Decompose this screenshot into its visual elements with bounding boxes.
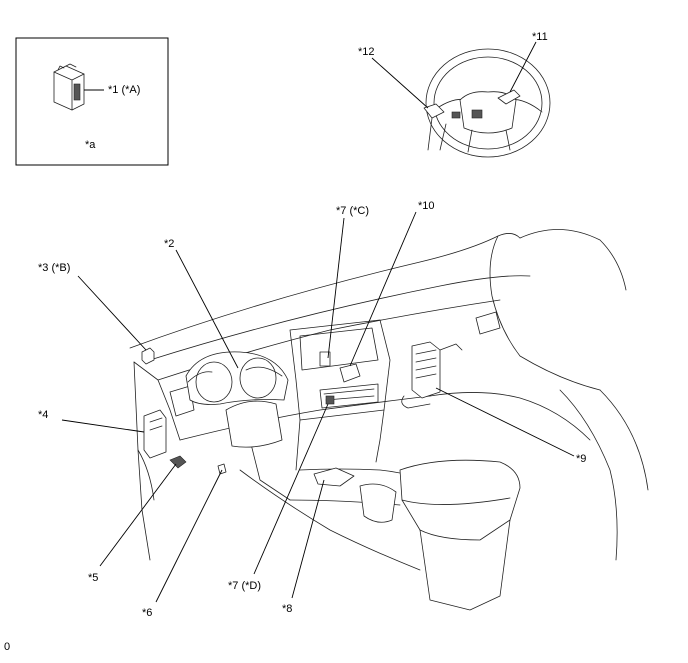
component-9	[401, 341, 463, 409]
callout-11: *11	[532, 31, 548, 43]
inset-box: *1 (*A) *a	[15, 37, 169, 166]
callout-9: *9	[576, 453, 586, 465]
component-3	[141, 347, 155, 365]
instrument-panel	[129, 229, 649, 611]
callout-3: *3 (*B)	[38, 262, 70, 274]
component-8	[313, 467, 355, 487]
figure-id: 0	[4, 641, 11, 653]
leader-line-10	[349, 211, 417, 367]
leader-line-7d	[253, 403, 329, 575]
component-10	[339, 363, 361, 383]
component-4	[143, 409, 167, 459]
callout-4: *4	[38, 409, 48, 421]
leader-line-3	[77, 275, 147, 351]
callout-5: *5	[88, 572, 98, 584]
callout-7c: *7 (*C)	[336, 205, 369, 217]
leader-line-4	[61, 419, 145, 433]
callout-8: *8	[282, 603, 292, 615]
component-5	[169, 455, 187, 469]
leader-line-11	[509, 41, 537, 93]
callout-1: *1 (*A)	[108, 84, 140, 96]
inset-label: *a	[85, 139, 96, 151]
leader-line-7c	[327, 217, 345, 359]
callout-7d: *7 (*D)	[228, 580, 261, 592]
steering-wheel	[423, 48, 551, 158]
leader-line-5	[99, 463, 177, 567]
leader-line-12	[371, 57, 429, 109]
component-7d	[325, 395, 335, 405]
callout-12: *12	[358, 46, 375, 58]
component-6	[217, 463, 227, 475]
callout-6: *6	[142, 607, 152, 619]
inset-module-part	[53, 63, 85, 111]
callout-10: *10	[418, 200, 435, 212]
leader-line-8	[291, 479, 325, 599]
leader-line-6	[155, 469, 223, 603]
leader-line-2	[175, 249, 239, 369]
leader-line-9	[435, 387, 575, 457]
callout-2: *2	[164, 238, 174, 250]
